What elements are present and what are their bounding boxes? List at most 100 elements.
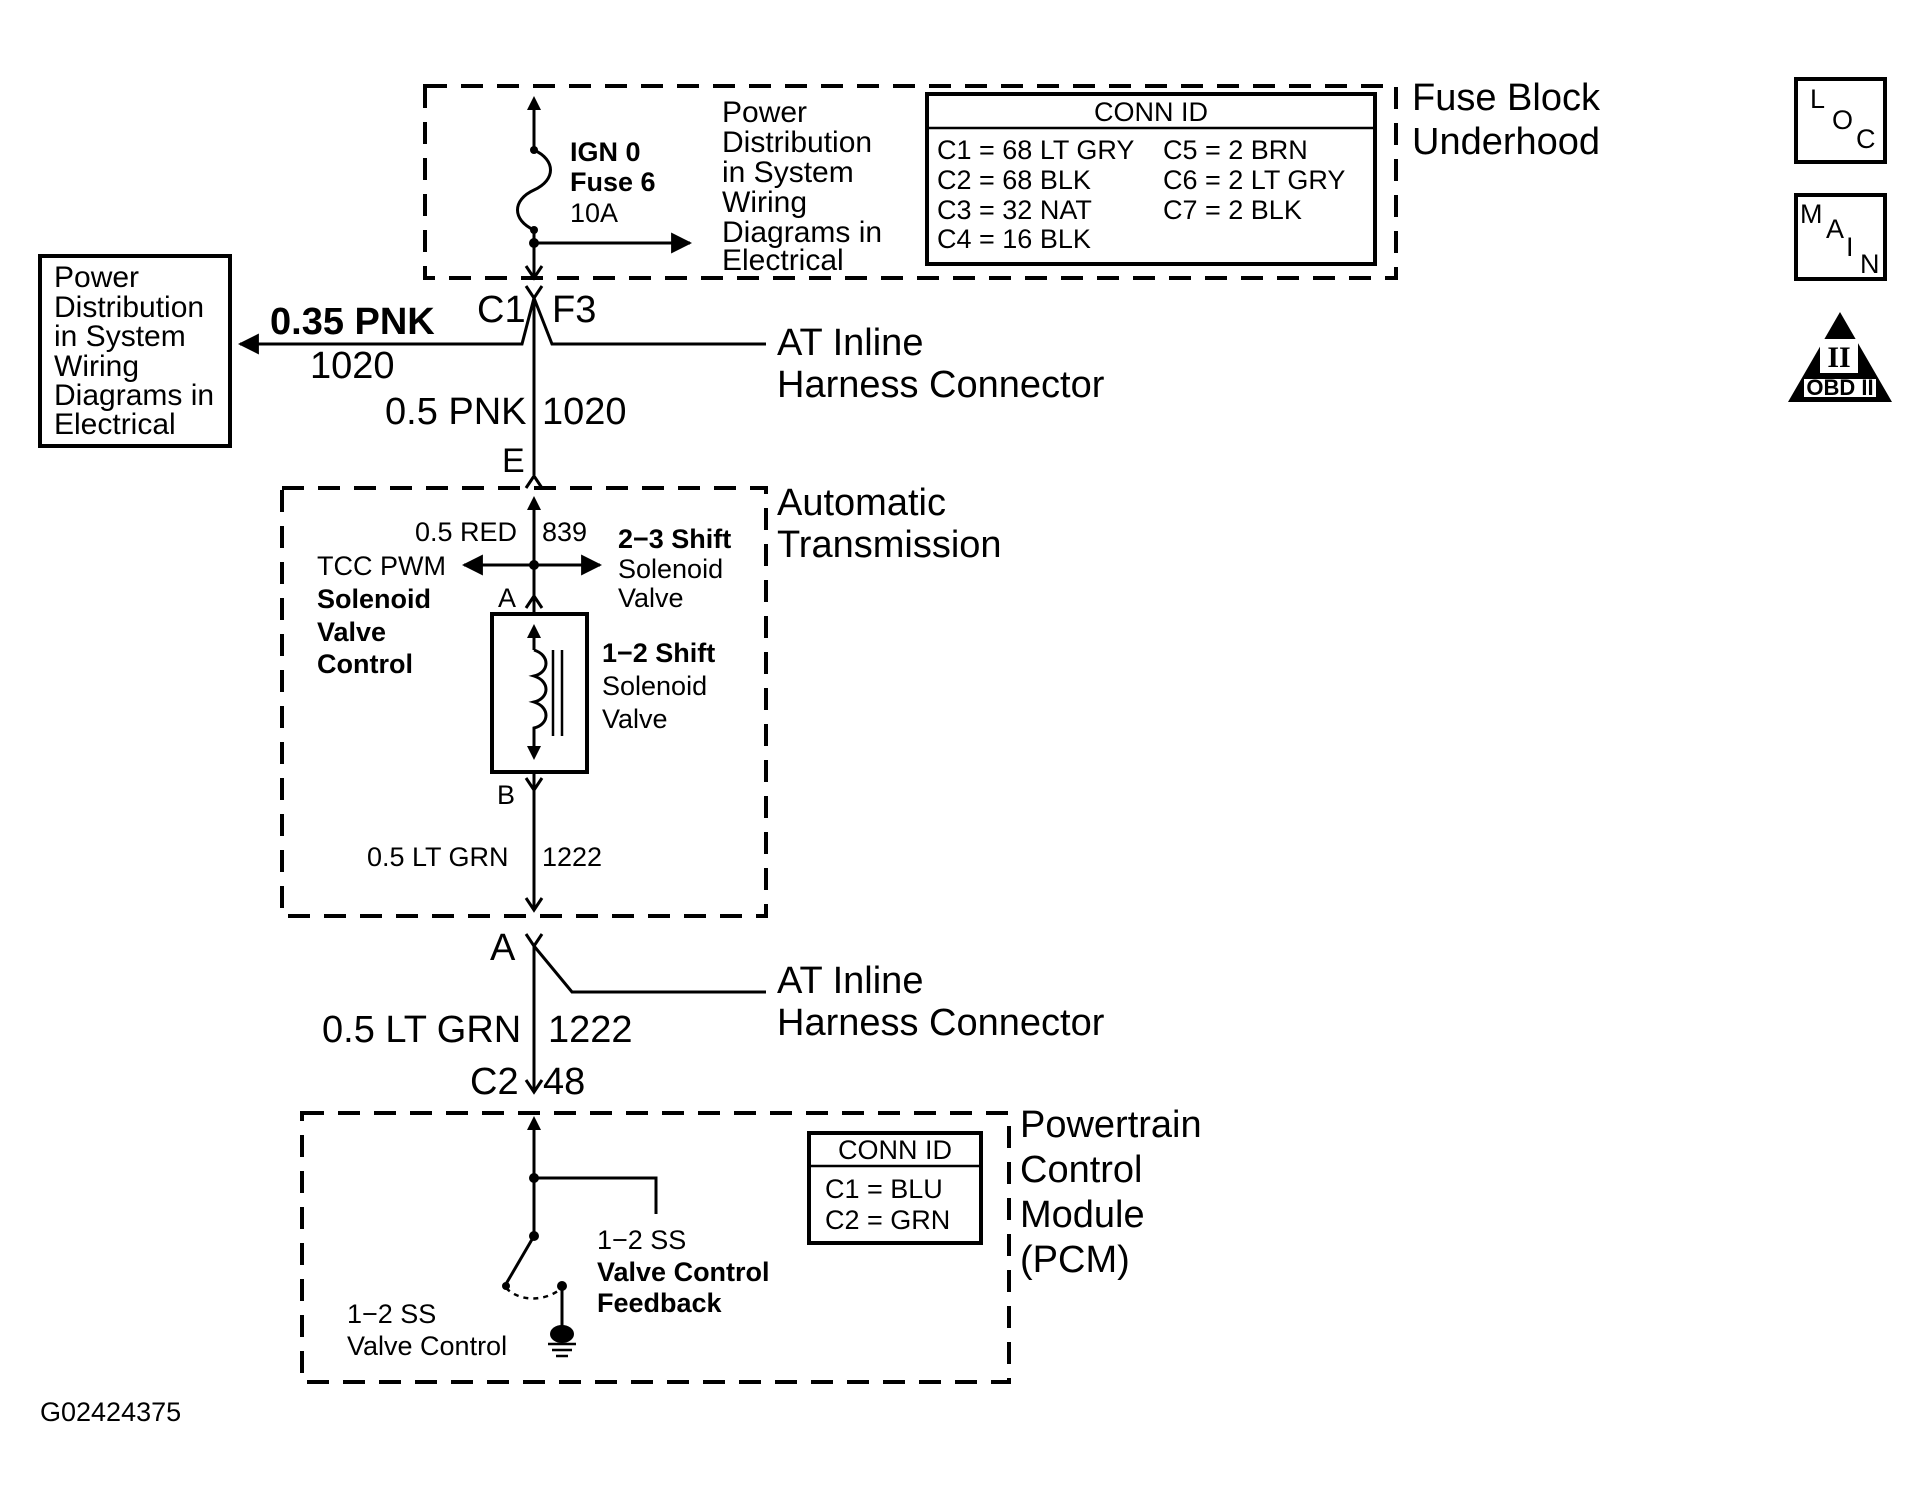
- power-box-line-2: Distribution: [54, 291, 204, 324]
- fuse-power-line-1: Power: [722, 96, 807, 129]
- trans-top-wire-gauge: 0.5 RED: [415, 517, 517, 547]
- pcm-name-line-4: (PCM): [1020, 1239, 1130, 1281]
- wire-side-pnk: [237, 297, 536, 355]
- lower-inline-connector: A AT Inline Harness Connector: [490, 927, 1105, 1090]
- tcc-label-line-4: Control: [317, 649, 413, 679]
- power-box-line-1: Power: [54, 261, 139, 294]
- conn-id-c5: C5 = 2 BRN: [1163, 135, 1308, 165]
- top-connector-conn: C1: [477, 289, 526, 331]
- fuse-power-line-4: Wiring: [722, 186, 807, 219]
- shift-23-label-line-3: Valve: [618, 583, 684, 613]
- conn-id-c2: C2 = 68 BLK: [937, 165, 1091, 195]
- fuse-power-line-6: Electrical: [722, 244, 844, 277]
- trans-top-wire-circuit: 839: [542, 517, 587, 547]
- obd-numeral: II: [1827, 341, 1850, 374]
- top-connector-label-line-2: Harness Connector: [777, 364, 1105, 406]
- fuse-power-line-5: Diagrams in: [722, 216, 882, 249]
- trans-pin-a: A: [498, 583, 516, 613]
- main-icon-letter-i: I: [1846, 232, 1854, 262]
- trans-bottom-wire-gauge: 0.5 LT GRN: [367, 842, 509, 872]
- powertrain-control-module: Powertrain Control Module (PCM) 1−2 SS V…: [300, 1104, 1202, 1384]
- conn-id-c1: C1 = 68 LT GRY: [937, 135, 1134, 165]
- pcm-connector-symbol: [524, 1079, 544, 1095]
- feedback-label-line-3: Feedback: [597, 1288, 723, 1318]
- pin-e-label: E: [502, 442, 525, 480]
- ground-symbol: [550, 1325, 574, 1343]
- loc-icon-letter-l: L: [1810, 84, 1825, 114]
- trans-pin-b: B: [497, 780, 515, 810]
- control-label-line-2: Valve Control: [347, 1331, 507, 1361]
- top-connector-leader: [532, 297, 766, 346]
- lower-connector-pin: A: [490, 927, 516, 969]
- loc-icon-letter-c: C: [1856, 124, 1876, 154]
- feedback-label-line-2: Valve Control: [597, 1257, 770, 1287]
- conn-id-c7: C7 = 2 BLK: [1163, 195, 1302, 225]
- tcc-label-line-3: Valve: [317, 617, 386, 647]
- lower-connector-label-line-2: Harness Connector: [777, 1002, 1105, 1044]
- main-icon-letter-m: M: [1800, 199, 1823, 229]
- fuse-block-name-line-1: Fuse Block: [1412, 77, 1601, 119]
- fuse-block-outline: [423, 84, 1398, 280]
- control-label-line-1: 1−2 SS: [347, 1299, 436, 1329]
- wire-lower-circuit: 1222: [548, 1009, 633, 1051]
- obd-label: OBD II: [1806, 375, 1873, 400]
- power-box-line-5: Diagrams in: [54, 379, 214, 412]
- obd-ii-icon: II OBD II: [1788, 312, 1892, 402]
- loc-icon-letter-o: O: [1832, 105, 1853, 135]
- pcm-conn-id-table: CONN ID C1 = BLU C2 = GRN: [807, 1131, 983, 1245]
- wire-lower-gauge: 0.5 LT GRN: [322, 1009, 521, 1051]
- top-inline-connector: C1 F3 0.35 PNK 1020 AT Inline Harness Co…: [237, 285, 1105, 475]
- solenoid-label-line-3: Valve: [602, 704, 668, 734]
- pcm-conn-id-title: CONN ID: [838, 1135, 952, 1165]
- power-box-line-6: Electrical: [54, 408, 176, 441]
- shift-23-label-line-2: Solenoid: [618, 554, 723, 584]
- fuse-label-line-1: IGN 0: [570, 137, 641, 167]
- transmission-name-line-2: Transmission: [777, 524, 1002, 566]
- fuse-power-line-3: in System: [722, 156, 854, 189]
- shift-12-solenoid: [490, 612, 589, 774]
- power-distribution-box: Power Distribution in System Wiring Diag…: [38, 254, 232, 448]
- fuse-block-name-line-2: Underhood: [1412, 121, 1600, 163]
- conn-id-c3: C3 = 32 NAT: [937, 195, 1092, 225]
- top-connector-label-line-1: AT Inline: [777, 322, 923, 364]
- fuse-block-underhood: Fuse Block Underhood IGN 0 Fuse 6 10A Po…: [423, 77, 1601, 281]
- pin-e-connector: [524, 473, 544, 489]
- side-wire-gauge: 0.35 PNK: [270, 301, 435, 343]
- main-icon-letter-n: N: [1860, 249, 1880, 279]
- conn-id-c6: C6 = 2 LT GRY: [1163, 165, 1345, 195]
- loc-icon: L O C: [1794, 77, 1887, 164]
- tcc-label-line-2: Solenoid: [317, 584, 431, 614]
- conn-id-title: CONN ID: [1094, 97, 1208, 127]
- solenoid-label-line-1: 1−2 Shift: [602, 638, 715, 668]
- pcm-name-line-1: Powertrain: [1020, 1104, 1202, 1146]
- lower-connector-label-line-1: AT Inline: [777, 960, 923, 1002]
- pcm-connector-pin: 48: [543, 1061, 585, 1103]
- transmission-outline: [280, 486, 768, 918]
- pcm-name-line-3: Module: [1020, 1194, 1145, 1236]
- automatic-transmission: Automatic Transmission 0.5 RED 839 TCC P…: [280, 482, 1002, 918]
- top-connector-pin: F3: [552, 289, 596, 331]
- switch-blade: [504, 1235, 536, 1285]
- shift-23-label-line-1: 2−3 Shift: [618, 524, 731, 554]
- pcm-outline: [300, 1111, 1011, 1384]
- trans-bottom-wire-circuit: 1222: [542, 842, 602, 872]
- power-box-line-3: in System: [54, 320, 186, 353]
- figure-id: G02424375: [40, 1397, 181, 1427]
- feedback-branch: [534, 1176, 658, 1214]
- side-wire-circuit: 1020: [310, 345, 395, 387]
- main-icon-letter-a: A: [1826, 214, 1844, 244]
- fuse-symbol: [516, 96, 552, 281]
- main-icon: M A I N: [1794, 193, 1887, 281]
- power-box-line-4: Wiring: [54, 350, 139, 383]
- fuse-power-line-2: Distribution: [722, 126, 872, 159]
- fuse-block-conn-id-table: CONN ID C1 = 68 LT GRY C2 = 68 BLK C3 = …: [925, 92, 1377, 266]
- feedback-label-line-1: 1−2 SS: [597, 1225, 686, 1255]
- transmission-name-line-1: Automatic: [777, 482, 946, 524]
- lower-connector-leader: [532, 945, 766, 994]
- pcm-name-line-2: Control: [1020, 1149, 1143, 1191]
- fuse-label-line-3: 10A: [570, 198, 618, 228]
- wire-upper-circuit: 1020: [542, 391, 627, 433]
- pcm-conn-id-row-1: C1 = BLU: [825, 1174, 943, 1204]
- fuse-label-line-2: Fuse 6: [570, 167, 656, 197]
